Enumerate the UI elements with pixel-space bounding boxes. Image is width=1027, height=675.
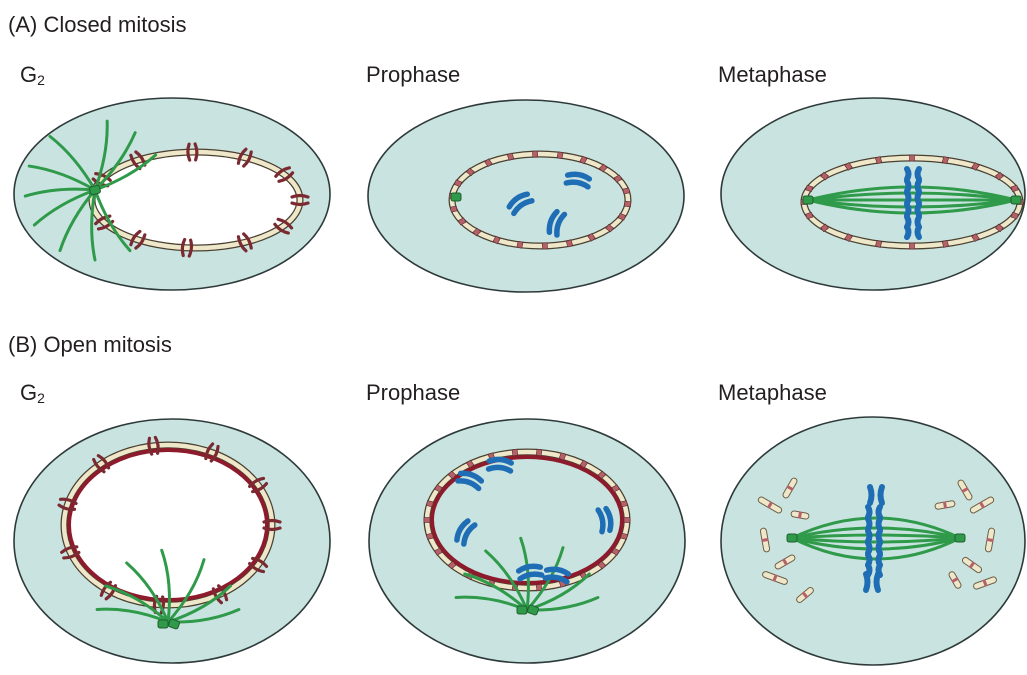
cell-b-metaphase: [721, 417, 1025, 665]
envelope-fragment-mark: [424, 518, 430, 523]
cell-b-g2: [14, 419, 330, 663]
nuclear-pore-right: [292, 203, 308, 205]
chromosome: [598, 508, 612, 531]
centrosome: [158, 620, 168, 628]
nuclear-pore-right: [264, 528, 280, 530]
chromatid: [877, 574, 879, 590]
chromatid: [907, 193, 909, 203]
cell-a-prophase: [368, 100, 684, 292]
chromosome: [566, 173, 589, 187]
chromatid: [879, 543, 881, 553]
envelope-fragment-mark: [621, 533, 628, 539]
chromatid: [918, 181, 920, 191]
chromatid: [918, 193, 920, 203]
envelope-fragment-mark: [557, 152, 563, 159]
chromosome: [518, 565, 541, 579]
envelope-fragment-mark: [517, 241, 523, 248]
chromatid: [881, 487, 883, 503]
centrosome: [955, 534, 965, 542]
chromatid: [918, 227, 920, 237]
chromatid: [918, 205, 920, 215]
envelope-fragment-mark: [426, 533, 433, 539]
chromatid: [868, 531, 870, 541]
cell-a-g2: [14, 98, 330, 290]
envelope-fragment-mark: [624, 518, 630, 523]
centrosome: [451, 193, 461, 201]
envelope-fragment-mark: [910, 155, 915, 161]
centrosome: [517, 606, 527, 614]
chromatid: [879, 519, 881, 529]
chromosome: [545, 568, 568, 582]
envelope-fragment-mark: [624, 201, 630, 207]
chromatid: [866, 574, 868, 590]
nuclear-pore-right: [195, 144, 197, 160]
cell-a-metaphase: [721, 98, 1025, 290]
envelope-fragment-mark: [536, 584, 542, 591]
chromatid: [870, 487, 872, 503]
envelope-fragment-mark: [512, 449, 518, 456]
centrosome: [787, 534, 797, 542]
envelope-fragment-mark: [623, 188, 630, 194]
chromatid: [879, 531, 881, 541]
chromatid: [868, 507, 870, 517]
envelope-fragment-mark: [536, 449, 542, 456]
envelope-fragment-mark: [450, 206, 457, 212]
cell-b-prophase: [369, 419, 685, 663]
envelope-fragment-mark: [542, 243, 547, 249]
nuclear-pore-left: [292, 196, 308, 198]
chromatid: [879, 507, 881, 517]
centrosome: [803, 196, 813, 204]
chromatid: [907, 227, 909, 237]
chromatid: [907, 205, 909, 215]
chromatid: [918, 169, 920, 179]
chromatid: [868, 519, 870, 529]
envelope-fragment-mark: [621, 501, 628, 507]
envelope-fragment-mark: [426, 501, 433, 507]
nuclear-pore-left: [188, 144, 190, 160]
envelope-fragment-mark: [532, 151, 537, 157]
envelope-fragment-mark: [910, 243, 915, 249]
chromatid: [907, 181, 909, 191]
chromatid: [868, 543, 870, 553]
chromatid: [907, 169, 909, 179]
centrosome: [1011, 196, 1021, 204]
nuclear-pore-left: [264, 521, 280, 523]
